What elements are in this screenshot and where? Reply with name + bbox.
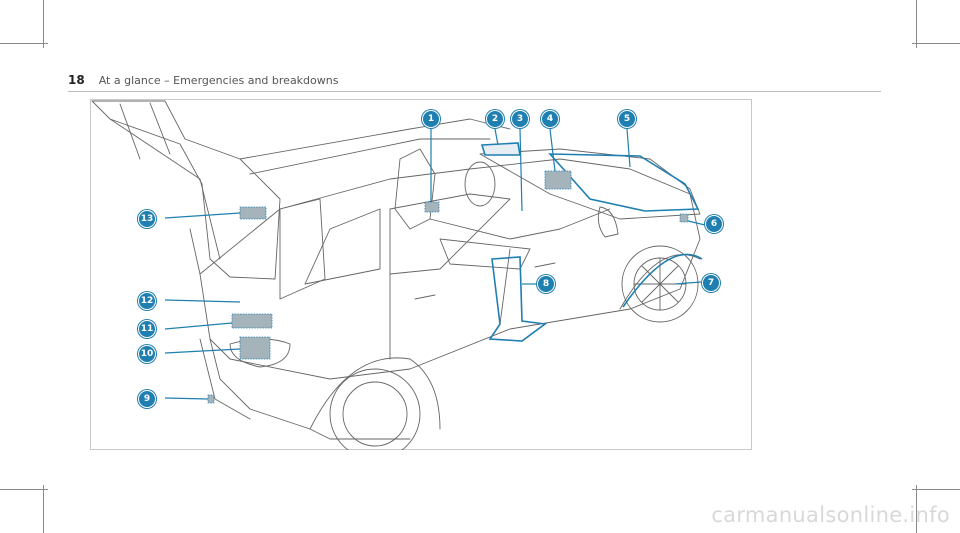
- page-header: 18 At a glance – Emergencies and breakdo…: [68, 73, 338, 87]
- leader-6: [687, 220, 706, 226]
- watermark: carmanualsonline.info: [711, 503, 950, 527]
- leader-11: [164, 322, 233, 330]
- breadcrumb: At a glance – Emergencies and breakdowns: [98, 74, 339, 87]
- crop-mark-bottom-right-h: [912, 489, 960, 490]
- leader-10: [164, 348, 241, 354]
- patch-component-10: [239, 336, 271, 360]
- leader-3: [519, 128, 523, 212]
- callout-5: 5: [618, 110, 636, 128]
- callout-7: 7: [702, 274, 720, 292]
- patch-component-6: [679, 213, 689, 223]
- highlight-bonnet: [548, 153, 700, 212]
- highlight-front-tyre: [622, 253, 703, 308]
- leader-4: [549, 128, 556, 172]
- patch-component-11: [231, 313, 273, 329]
- crop-mark-bottom-left-h: [0, 489, 48, 490]
- patch-component-9: [207, 394, 215, 404]
- crop-mark-top-right-h: [912, 43, 960, 44]
- tailgate: [91, 100, 281, 280]
- callout-12: 12: [138, 292, 156, 310]
- callout-8: 8: [537, 275, 555, 293]
- crop-mark-bottom-left-v: [43, 485, 44, 533]
- page-number: 18: [68, 73, 85, 87]
- leader-9: [164, 397, 209, 400]
- callout-2: 2: [486, 110, 504, 128]
- crop-mark-top-right-v: [916, 0, 917, 48]
- callout-13: 13: [138, 210, 156, 228]
- patch-component-13: [239, 206, 267, 220]
- highlight-b-pillar: [488, 256, 548, 342]
- callout-1: 1: [422, 110, 440, 128]
- patch-component-4: [544, 170, 572, 190]
- leader-5: [626, 128, 631, 168]
- side-window-front: [389, 193, 511, 275]
- highlight-roof-panel: [480, 142, 521, 156]
- callout-3: 3: [511, 110, 529, 128]
- callout-6: 6: [705, 215, 723, 233]
- vehicle-illustration: [91, 100, 706, 450]
- crop-mark-top-left-h: [0, 43, 48, 44]
- leader-12: [164, 299, 241, 303]
- callout-10: 10: [138, 345, 156, 363]
- callout-4: 4: [541, 110, 559, 128]
- crop-mark-bottom-right-v: [916, 485, 917, 533]
- callout-9: 9: [138, 390, 156, 408]
- patch-component-1: [424, 201, 440, 213]
- leader-7: [674, 281, 702, 285]
- side-window-rear: [304, 208, 381, 285]
- crop-mark-top-left-v: [43, 0, 44, 48]
- header-rule: [68, 91, 881, 92]
- callout-11: 11: [138, 320, 156, 338]
- leader-2: [494, 128, 499, 146]
- leader-13: [164, 212, 241, 219]
- body-outline: [189, 228, 411, 440]
